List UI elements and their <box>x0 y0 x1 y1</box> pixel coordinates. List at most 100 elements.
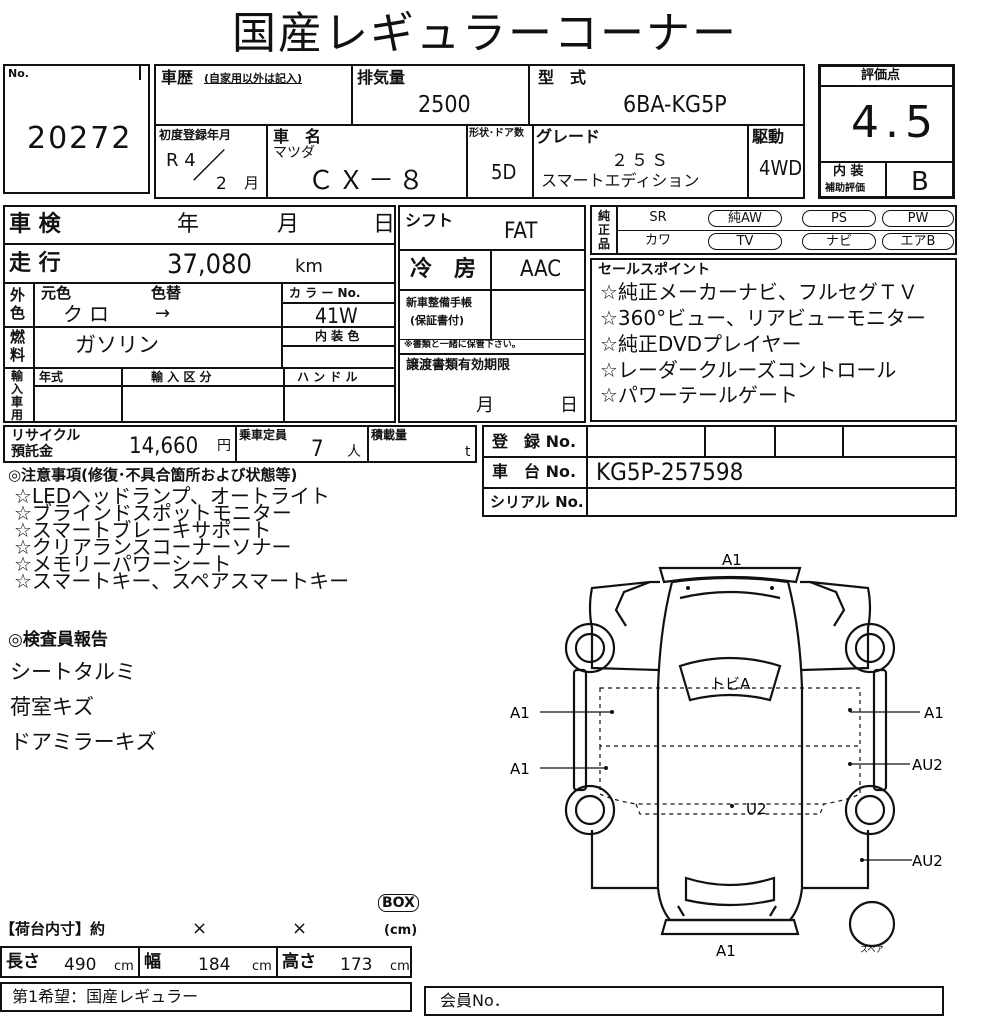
cargo-cm: (cm) <box>384 923 418 938</box>
mark-right-upper: A1 <box>924 704 944 722</box>
first-reg-month-unit: 月 <box>244 174 260 192</box>
manual-note: ※書類と一緒に保管下さい。 <box>404 340 521 350</box>
vehicle-info-grid: 車歴 (自家用以外は記入) 排気量 2500 型 式 6BA-KG5P 初度登録… <box>154 64 805 199</box>
shift-value: FAT <box>504 219 538 244</box>
equipment-label: 純正品 <box>598 209 611 251</box>
recycle-value: 14,660 <box>129 434 199 459</box>
capacity-label: 乗車定員 <box>239 428 288 442</box>
interior-label: 内 装 <box>833 164 864 179</box>
sales-point-3: ☆純正DVDプレイヤー <box>600 332 802 356</box>
equipment-item: カワ <box>644 233 671 248</box>
mark-spare: スペア <box>860 945 883 954</box>
serial-no-label: シリアル No. <box>490 493 584 511</box>
recycle-label: リサイクル <box>11 428 81 444</box>
aircon-value: AAC <box>520 257 562 282</box>
capacity-unit: 人 <box>347 444 361 460</box>
page-title: 国産レギュラーコーナー <box>232 8 738 59</box>
transfer-day: 日 <box>560 395 578 416</box>
load-unit: t <box>465 444 471 460</box>
color-no: 41W <box>315 304 358 328</box>
note-item-2: ☆ブラインドスポットモニター <box>14 501 292 525</box>
equipment-item: PW <box>882 210 954 227</box>
displacement-label: 排気量 <box>357 68 406 87</box>
inspector-item-2: 荷室キズ <box>10 695 94 719</box>
rear-window <box>684 876 776 907</box>
car-name-label: 車 名 <box>273 127 322 146</box>
import-class-label: 輸 入 区 分 <box>151 370 212 384</box>
cargo-x1: × <box>192 918 208 939</box>
right-front-tyre <box>844 622 896 674</box>
mark-left-lower: A1 <box>510 760 530 778</box>
inspection-day: 日 <box>373 212 396 237</box>
chassis-no-label: 車 台 No. <box>492 462 577 481</box>
grade-line1: ２５Ｓ <box>611 151 671 171</box>
fuel-label: 燃料 <box>10 328 26 364</box>
right-mirror <box>809 580 846 627</box>
first-choice: 第1希望：国産レギュラー <box>12 987 199 1006</box>
left-rear-quarter <box>590 830 658 890</box>
rear-doors <box>599 746 861 805</box>
recycle-row: リサイクル 預託金 14,660 円 乗車定員 7 人 積載量 t <box>3 425 477 463</box>
inspection-month: 月 <box>277 212 300 237</box>
aircon-label: 冷 房 <box>410 257 477 282</box>
first-choice-box: 第1希望：国産レギュラー <box>0 982 412 1012</box>
drive-label: 駆動 <box>752 127 785 146</box>
import-label: 輸入車用 <box>11 369 24 422</box>
shift-label: シフト <box>405 211 454 230</box>
car-name: ＣＸ－８ <box>308 166 429 196</box>
car-maker: マツダ <box>273 145 315 161</box>
interior-sub-label: 補助評価 <box>825 183 865 194</box>
cargo-x2: × <box>292 918 308 939</box>
right-rocker <box>872 668 888 792</box>
registration-block: 登 録 No. 車 台 No. KG5P-257598 シリアル No. <box>482 425 957 517</box>
mark-roof: U2 <box>746 800 767 818</box>
mark-right-middle: AU2 <box>912 756 943 774</box>
grade-line2: スマートエディション <box>541 171 700 190</box>
car-body <box>656 576 804 922</box>
notes-label: ◎注意事項(修復･不具合箇所および状態等) <box>8 466 298 484</box>
handle-label: ハ ン ド ル <box>297 370 358 384</box>
height-value: 173 <box>340 955 373 975</box>
chassis-no: KG5P-257598 <box>596 458 744 486</box>
sales-point-4: ☆レーダークルーズコントロール <box>600 358 897 382</box>
reg-no-label: 登 録 No. <box>492 432 577 451</box>
rear-bumper <box>660 918 800 936</box>
color-no-label: カ ラ ー No. <box>289 286 361 300</box>
left-rear-tyre <box>564 784 616 836</box>
mark-rear: A1 <box>716 942 736 960</box>
drive-value: 4WD <box>759 156 803 180</box>
interior-value: B <box>911 167 929 197</box>
mileage-value: 37,080 <box>167 249 252 280</box>
sales-points-box: セールスポイント ☆純正メーカーナビ、フルセグＴＶ ☆360°ビュー、リアビュー… <box>590 258 957 422</box>
left-front-fender <box>588 580 660 672</box>
change-color-label: 色替 <box>151 284 182 302</box>
spec-block: 車 検 年 月 日 走 行 37,080 km 外色 元色 色替 クロ → カ … <box>3 205 396 423</box>
color-label: 外色 <box>10 286 26 322</box>
inspector-item-3: ドアミラーキズ <box>10 730 157 754</box>
inspector-label: ◎検査員報告 <box>8 630 108 650</box>
equipment-item: PS <box>802 210 876 227</box>
equipment-item: SR <box>649 210 667 225</box>
lot-number-label: No. <box>8 67 29 80</box>
member-box: 会員No． <box>424 986 944 1016</box>
note-item-1: ☆LEDヘッドランプ、オートライト <box>14 484 330 508</box>
load-label: 積載量 <box>371 428 408 442</box>
spare-tyre <box>848 900 896 948</box>
inspector-item-1: シートタルミ <box>10 660 136 684</box>
equipment-item: ナビ <box>802 233 876 250</box>
left-rocker <box>572 668 588 792</box>
width-label: 幅 <box>144 952 161 972</box>
inspection-year: 年 <box>177 212 200 237</box>
dimensions-row: 長さ 490 cm 幅 184 cm 高さ 173 cm <box>0 946 412 978</box>
history-label: 車歴 <box>161 68 194 87</box>
grade-label: グレード <box>536 127 601 146</box>
mileage-label: 走 行 <box>9 251 61 276</box>
history-note: (自家用以外は記入) <box>204 72 303 85</box>
height-label: 高さ <box>282 952 316 972</box>
left-front-tyre <box>564 622 616 674</box>
orig-color-label: 元色 <box>41 284 72 302</box>
color-arrow: → <box>155 303 171 324</box>
inspection-label: 車 検 <box>9 212 61 237</box>
damage-diagram: A1 A1 A1 A1 A1 AU2 AU2 トビA U2 スペア <box>510 551 944 960</box>
sales-point-2: ☆360°ビュー、リアビューモニター <box>600 306 926 330</box>
